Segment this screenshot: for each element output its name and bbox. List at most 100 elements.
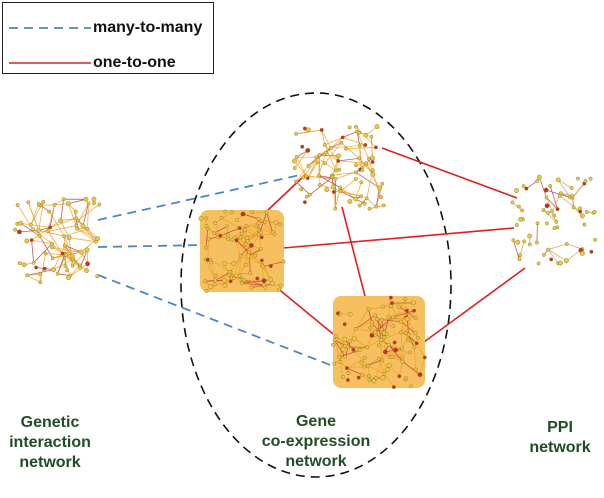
- network-node: [261, 265, 264, 268]
- network-node: [86, 227, 89, 230]
- network-node: [381, 358, 384, 361]
- network-node: [364, 143, 367, 146]
- network-node: [238, 226, 241, 229]
- caption-line: interaction: [0, 433, 100, 453]
- network-node: [590, 250, 593, 253]
- network-node: [315, 156, 318, 159]
- network-node: [354, 177, 357, 180]
- network-node: [409, 385, 412, 388]
- network-node: [213, 232, 216, 235]
- network-node: [346, 378, 349, 381]
- network-node: [363, 202, 366, 205]
- network-node: [46, 230, 49, 233]
- coexpression-network-left-graphic: [199, 210, 286, 293]
- network-node: [92, 197, 96, 201]
- network-node: [559, 192, 562, 195]
- network-node: [413, 346, 416, 349]
- network-node: [96, 275, 99, 278]
- network-node: [214, 274, 217, 277]
- network-node: [354, 197, 358, 201]
- network-node: [369, 326, 372, 329]
- network-node: [13, 228, 16, 231]
- network-node: [393, 348, 397, 352]
- network-node: [585, 210, 588, 213]
- caption-line: Genetic: [0, 413, 100, 433]
- network-node: [365, 197, 368, 200]
- network-node: [343, 337, 347, 341]
- network-node: [303, 127, 306, 130]
- network-edge: [341, 143, 359, 159]
- network-node: [334, 335, 337, 338]
- network-node: [389, 296, 392, 299]
- network-node: [415, 342, 418, 345]
- network-node: [61, 252, 64, 255]
- network-edge: [356, 172, 380, 188]
- network-node: [397, 305, 400, 308]
- network-node: [383, 336, 386, 339]
- network-node: [85, 262, 89, 266]
- network-node: [205, 289, 208, 292]
- network-node: [348, 312, 352, 316]
- network-edge: [31, 204, 39, 225]
- network-node: [305, 174, 308, 177]
- network-node: [307, 164, 310, 167]
- network-node: [333, 362, 336, 365]
- network-node: [268, 277, 272, 281]
- network-node: [48, 226, 51, 229]
- network-node: [528, 234, 532, 238]
- network-node: [546, 248, 549, 251]
- network-node: [27, 201, 30, 204]
- network-edge: [537, 223, 538, 242]
- network-node: [360, 361, 363, 364]
- network-node: [392, 385, 395, 388]
- caption-line: network: [256, 452, 376, 472]
- network-node: [294, 132, 297, 135]
- network-edge: [326, 137, 343, 152]
- network-node: [411, 301, 415, 305]
- network-node: [44, 252, 47, 255]
- network-node: [222, 278, 226, 282]
- link-coexp-left-to-ppi: [283, 228, 514, 248]
- network-node: [383, 350, 387, 354]
- network-node: [536, 179, 539, 182]
- network-node: [62, 235, 65, 238]
- network-node: [295, 155, 298, 158]
- network-node: [334, 177, 337, 180]
- network-node: [293, 166, 296, 169]
- network-node: [416, 336, 419, 339]
- network-node: [371, 169, 374, 172]
- network-node: [383, 372, 386, 375]
- network-node: [357, 376, 360, 379]
- network-node: [334, 207, 337, 210]
- network-edge: [367, 198, 377, 206]
- network-edge: [548, 250, 558, 264]
- network-node: [225, 225, 228, 228]
- network-node: [282, 260, 285, 263]
- network-node: [219, 234, 222, 237]
- network-node: [26, 274, 29, 277]
- network-node: [301, 176, 304, 179]
- network-node: [518, 217, 522, 221]
- caption-gene-coexpression-network: Gene co-expression network: [256, 412, 376, 472]
- network-node: [368, 378, 371, 381]
- network-node: [329, 146, 332, 149]
- network-node: [30, 238, 33, 241]
- network-node: [207, 237, 210, 240]
- network-node: [224, 210, 227, 213]
- network-node: [323, 162, 326, 165]
- network-node: [38, 272, 41, 275]
- network-node: [203, 279, 206, 282]
- network-node: [25, 239, 29, 243]
- network-node: [344, 355, 347, 358]
- network-node: [358, 349, 361, 352]
- network-node: [401, 356, 404, 359]
- network-node: [354, 125, 357, 128]
- network-node: [423, 356, 426, 359]
- network-node: [523, 240, 526, 243]
- network-node: [308, 193, 311, 196]
- network-node: [412, 309, 415, 312]
- network-node: [580, 214, 584, 218]
- network-node: [250, 286, 253, 289]
- network-node: [387, 316, 390, 319]
- network-edge: [32, 240, 34, 263]
